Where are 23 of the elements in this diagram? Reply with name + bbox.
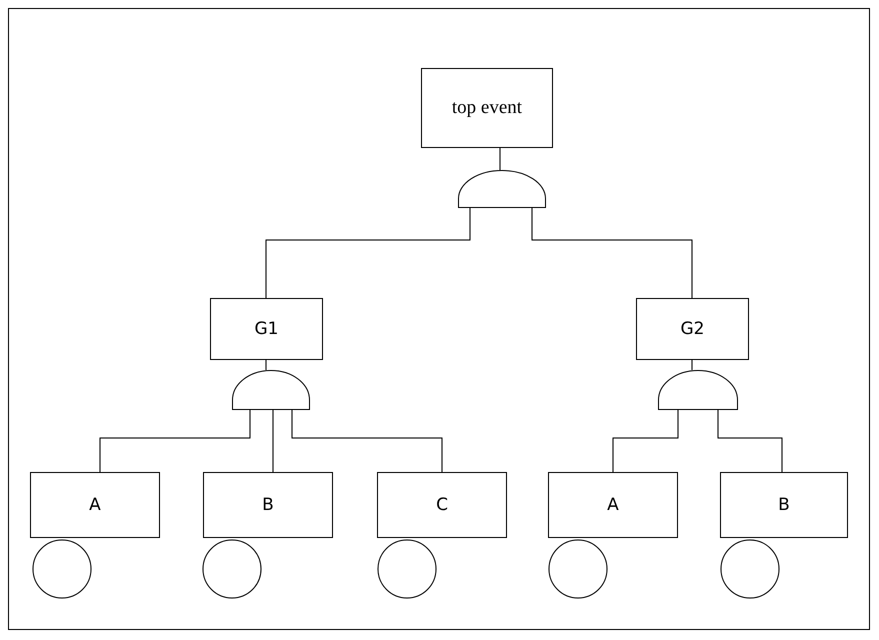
event-box: A bbox=[548, 472, 678, 538]
event-box: G1 bbox=[210, 298, 323, 360]
basic-event-circle bbox=[202, 538, 262, 600]
event-box: top event bbox=[421, 68, 553, 148]
and-gate bbox=[658, 370, 738, 410]
and-gate bbox=[458, 170, 546, 208]
event-box: A bbox=[30, 472, 160, 538]
connector-line bbox=[272, 410, 274, 472]
event-box: G2 bbox=[636, 298, 749, 360]
basic-event-circle bbox=[720, 538, 780, 600]
connector-line bbox=[612, 410, 678, 472]
event-box: B bbox=[720, 472, 848, 538]
basic-event-circle bbox=[548, 538, 608, 600]
and-gate bbox=[232, 370, 310, 410]
event-box: C bbox=[377, 472, 507, 538]
connector-line bbox=[292, 410, 442, 472]
basic-event-circle bbox=[377, 538, 437, 600]
event-box: B bbox=[203, 472, 333, 538]
connector-line bbox=[718, 410, 782, 472]
connector-line bbox=[532, 208, 692, 298]
connector-line bbox=[100, 410, 250, 472]
connector-line bbox=[266, 208, 470, 298]
basic-event-circle bbox=[32, 538, 92, 600]
